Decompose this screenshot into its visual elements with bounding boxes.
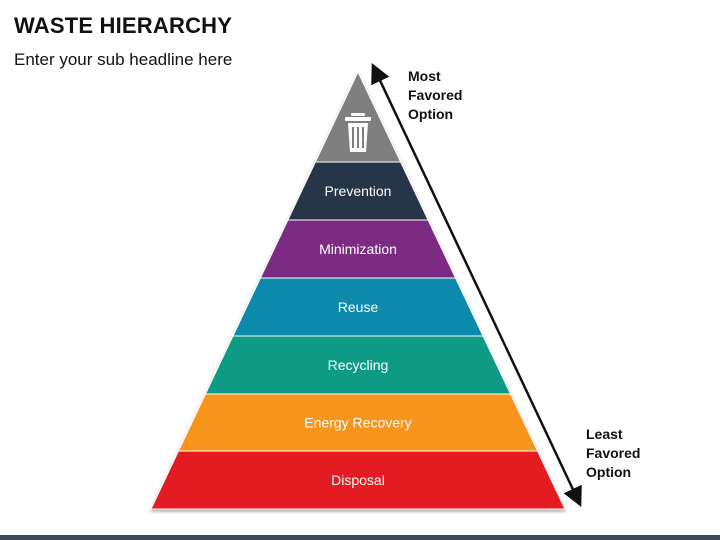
- least-favored-label: Least Favored Option: [586, 426, 641, 480]
- pyramid-label-minimization: Minimization: [319, 241, 397, 257]
- pyramid-label-recycling: Recycling: [328, 357, 389, 373]
- footer-bar: [0, 535, 720, 540]
- pyramid-label-energy-recovery: Energy Recovery: [304, 415, 411, 431]
- pyramid-label-prevention: Prevention: [325, 183, 392, 199]
- trash-can-icon: [345, 113, 371, 152]
- page-subtitle: Enter your sub headline here: [14, 50, 233, 69]
- favored-arrow: [371, 62, 582, 508]
- most-favored-label: Most Favored Option: [408, 68, 463, 122]
- pyramid-label-reuse: Reuse: [338, 299, 379, 315]
- page-title: WASTE HIERARCHY: [14, 13, 233, 38]
- pyramid-label-disposal: Disposal: [331, 472, 385, 488]
